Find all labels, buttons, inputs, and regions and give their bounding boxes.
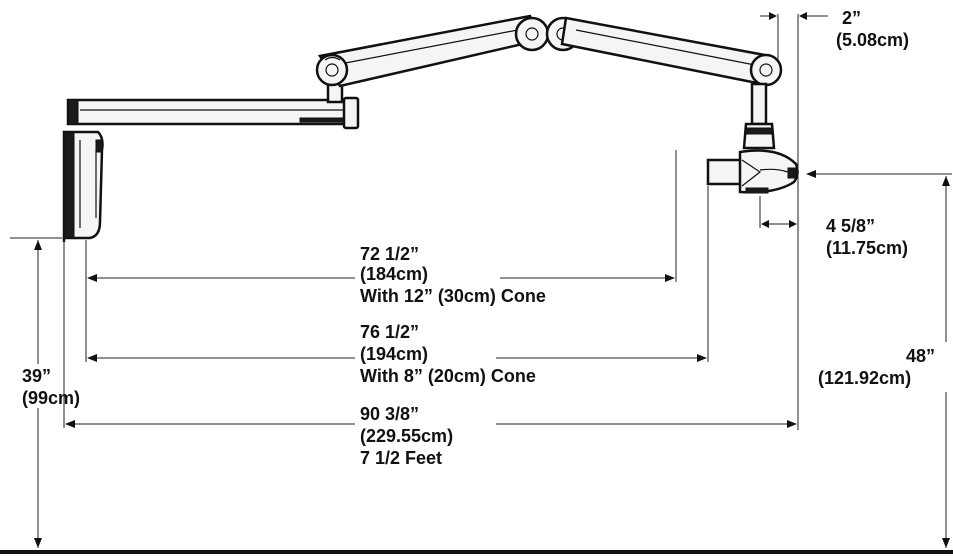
dim-top-offset-imperial: 2” [842, 8, 861, 28]
dim-reach-12in-note: With 12” (30cm) Cone [360, 286, 546, 306]
dim-reach-12in-imperial: 72 1/2” [360, 244, 419, 264]
dim-head-offset-imperial: 4 5/8” [826, 216, 875, 236]
dim-reach-8in-metric: (194cm) [360, 344, 428, 364]
scissor-arm-right [560, 16, 783, 87]
dim-reach-8in-note: With 8” (20cm) Cone [360, 366, 536, 386]
horizontal-arm [66, 96, 360, 130]
dim-overall-length-imperial: 90 3/8” [360, 404, 419, 424]
xray-tube-head [706, 149, 799, 194]
dim-mount-height-metric: (99cm) [22, 388, 80, 408]
dim-mount-height: 39” (99cm) [10, 237, 98, 548]
dim-top-offset-metric: (5.08cm) [836, 30, 909, 50]
dim-overall-height: 48” (121.92cm) [806, 170, 952, 548]
scissor-arm-left [315, 14, 542, 88]
dim-overall-length-note: 7 1/2 Feet [360, 448, 442, 468]
dim-reach-8in-cone: 76 1/2” (194cm) With 8” (20cm) Cone [87, 186, 709, 386]
dim-mount-height-imperial: 39” [22, 366, 51, 386]
dim-overall-length-metric: (229.55cm) [360, 426, 453, 446]
dim-reach-12in-metric: (184cm) [360, 264, 428, 284]
dim-overall-height-metric: (121.92cm) [818, 368, 911, 388]
wall-mount-box [62, 130, 104, 242]
dim-head-offset-metric: (11.75cm) [826, 238, 908, 258]
dim-reach-12in-cone: 72 1/2” (184cm) With 12” (30cm) Cone [85, 150, 677, 362]
dim-overall-height-imperial: 48” [906, 346, 935, 366]
dim-reach-8in-imperial: 76 1/2” [360, 322, 419, 342]
dim-head-offset: 4 5/8” (11.75cm) [759, 196, 908, 258]
dim-top-offset: 2” (5.08cm) [760, 8, 909, 430]
yoke-neck [742, 82, 776, 150]
dim-overall-length: 90 3/8” (229.55cm) 7 1/2 Feet [63, 240, 797, 468]
